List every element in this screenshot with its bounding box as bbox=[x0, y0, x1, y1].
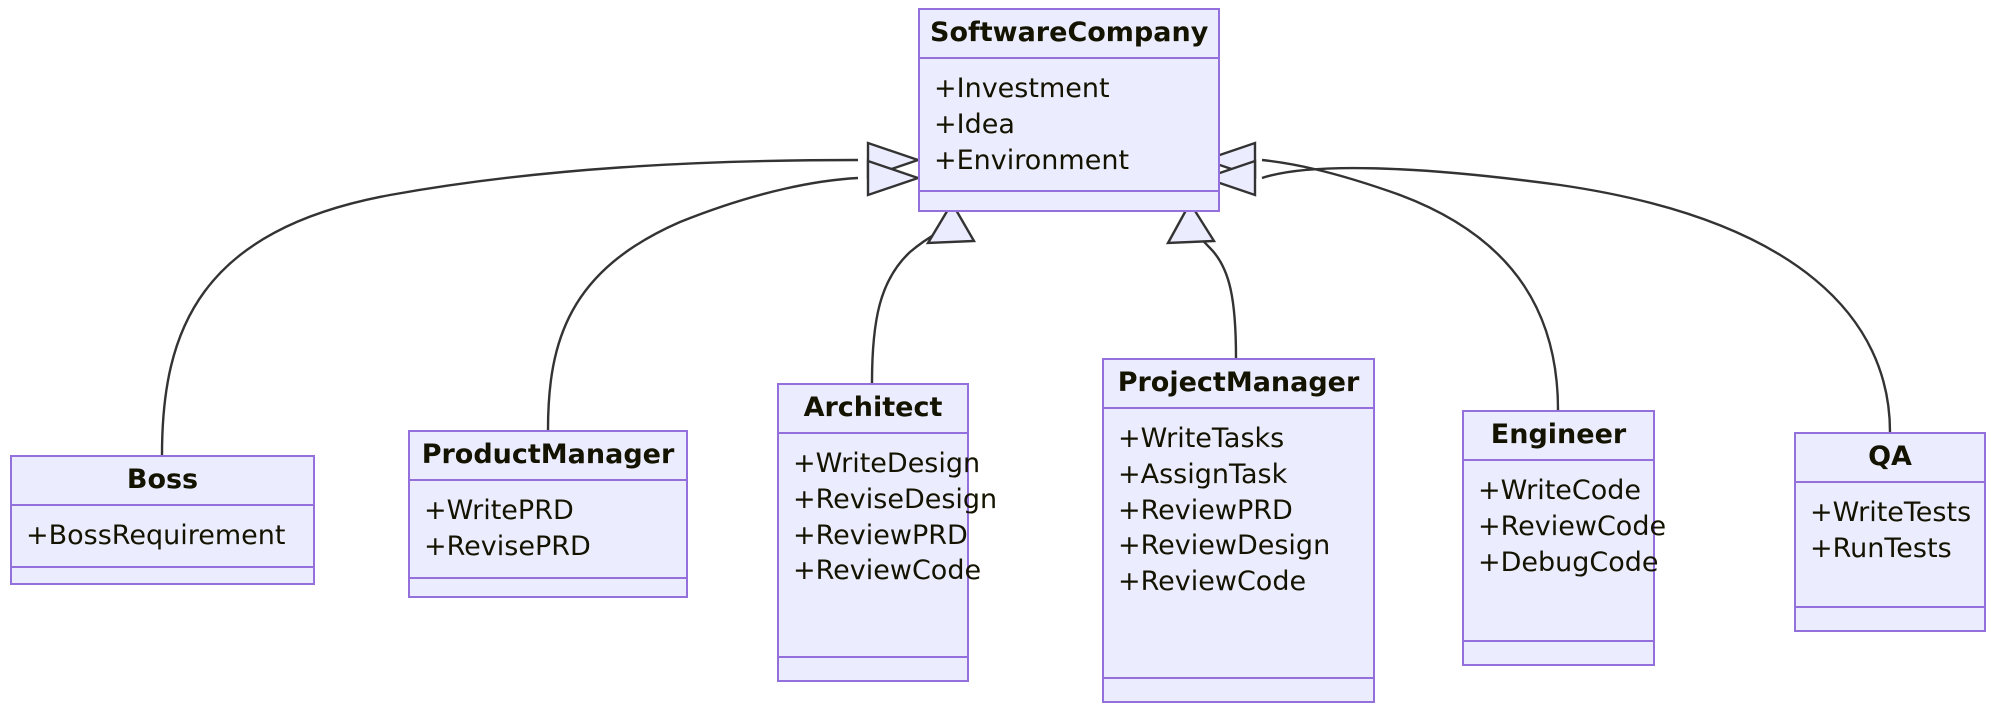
edge-architect-to-softwarecompany bbox=[870, 225, 949, 384]
attribute-row: +WriteTasks bbox=[1118, 423, 1285, 455]
class-title-engineer: Engineer bbox=[1464, 412, 1653, 462]
attribute-row: +BossRequirement bbox=[26, 520, 286, 552]
inheritance-arrowhead-productmanager bbox=[866, 159, 922, 197]
class-node-architect[interactable]: Architect +WriteDesign +ReviseDesign +Re… bbox=[777, 383, 998, 682]
class-methods-engineer bbox=[1464, 642, 1653, 664]
attribute-row: +WriteDesign bbox=[793, 448, 981, 480]
attribute-row: +Investment bbox=[934, 73, 1110, 105]
class-attributes-project-manager: +WriteTasks +AssignTask +ReviewPRD +Revi… bbox=[1104, 409, 1373, 679]
class-title-project-manager: ProjectManager bbox=[1104, 360, 1373, 410]
class-title-boss: Boss bbox=[12, 457, 313, 507]
class-node-project-manager[interactable]: ProjectManager +WriteTasks +AssignTask +… bbox=[1102, 358, 1375, 703]
attribute-row: +Environment bbox=[934, 144, 1130, 176]
attribute-row: +ReviewCode bbox=[1478, 510, 1667, 542]
class-node-boss[interactable]: Boss +BossRequirement bbox=[10, 455, 315, 585]
class-node-software-company[interactable]: SoftwareCompany +Investment +Idea +Envir… bbox=[918, 8, 1220, 212]
class-attributes-architect: +WriteDesign +ReviseDesign +ReviewPRD +R… bbox=[779, 434, 998, 658]
attribute-row: +AssignTask bbox=[1118, 458, 1288, 490]
class-methods-software-company bbox=[920, 192, 1218, 214]
attribute-row: +WriteTests bbox=[1810, 497, 1972, 529]
attribute-row: +ReviewPRD bbox=[1118, 494, 1293, 526]
class-attributes-boss: +BossRequirement bbox=[12, 506, 313, 568]
class-attributes-product-manager: +WritePRD +RevisePRD bbox=[410, 481, 686, 579]
class-methods-architect bbox=[779, 658, 967, 680]
class-title-product-manager: ProductManager bbox=[410, 432, 686, 482]
attribute-row: +Idea bbox=[934, 108, 1015, 140]
class-attributes-qa: +WriteTests +RunTests bbox=[1796, 483, 1984, 608]
attribute-row: +ReviseDesign bbox=[793, 483, 998, 515]
class-node-engineer[interactable]: Engineer +WriteCode +ReviewCode +DebugCo… bbox=[1462, 410, 1667, 666]
edge-boss-to-softwarecompany bbox=[160, 158, 859, 456]
class-methods-boss bbox=[12, 568, 313, 590]
class-title-qa: QA bbox=[1796, 434, 1984, 484]
class-node-qa[interactable]: QA +WriteTests +RunTests bbox=[1794, 432, 1986, 632]
attribute-row: +ReviewCode bbox=[793, 555, 982, 587]
class-methods-qa bbox=[1796, 608, 1984, 630]
attribute-row: +ReviewPRD bbox=[793, 519, 968, 551]
class-attributes-software-company: +Investment +Idea +Environment bbox=[920, 59, 1218, 193]
class-title-software-company: SoftwareCompany bbox=[920, 10, 1218, 60]
attribute-row: +ReviewDesign bbox=[1118, 530, 1331, 562]
class-methods-product-manager bbox=[410, 579, 686, 601]
attribute-row: +RunTests bbox=[1810, 532, 1952, 564]
class-title-architect: Architect bbox=[779, 385, 967, 435]
class-methods-project-manager bbox=[1104, 679, 1373, 701]
class-attributes-engineer: +WriteCode +ReviewCode +DebugCode bbox=[1464, 461, 1667, 642]
edge-projectmanager-to-softwarecompany bbox=[1192, 227, 1238, 359]
attribute-row: +RevisePRD bbox=[424, 530, 591, 562]
inheritance-arrowhead-boss bbox=[866, 141, 922, 179]
attribute-row: +DebugCode bbox=[1478, 546, 1659, 578]
attribute-row: +ReviewCode bbox=[1118, 565, 1307, 597]
attribute-row: +WriteCode bbox=[1478, 475, 1642, 507]
attribute-row: +WritePRD bbox=[424, 495, 574, 527]
class-node-product-manager[interactable]: ProductManager +WritePRD +RevisePRD bbox=[408, 430, 688, 598]
